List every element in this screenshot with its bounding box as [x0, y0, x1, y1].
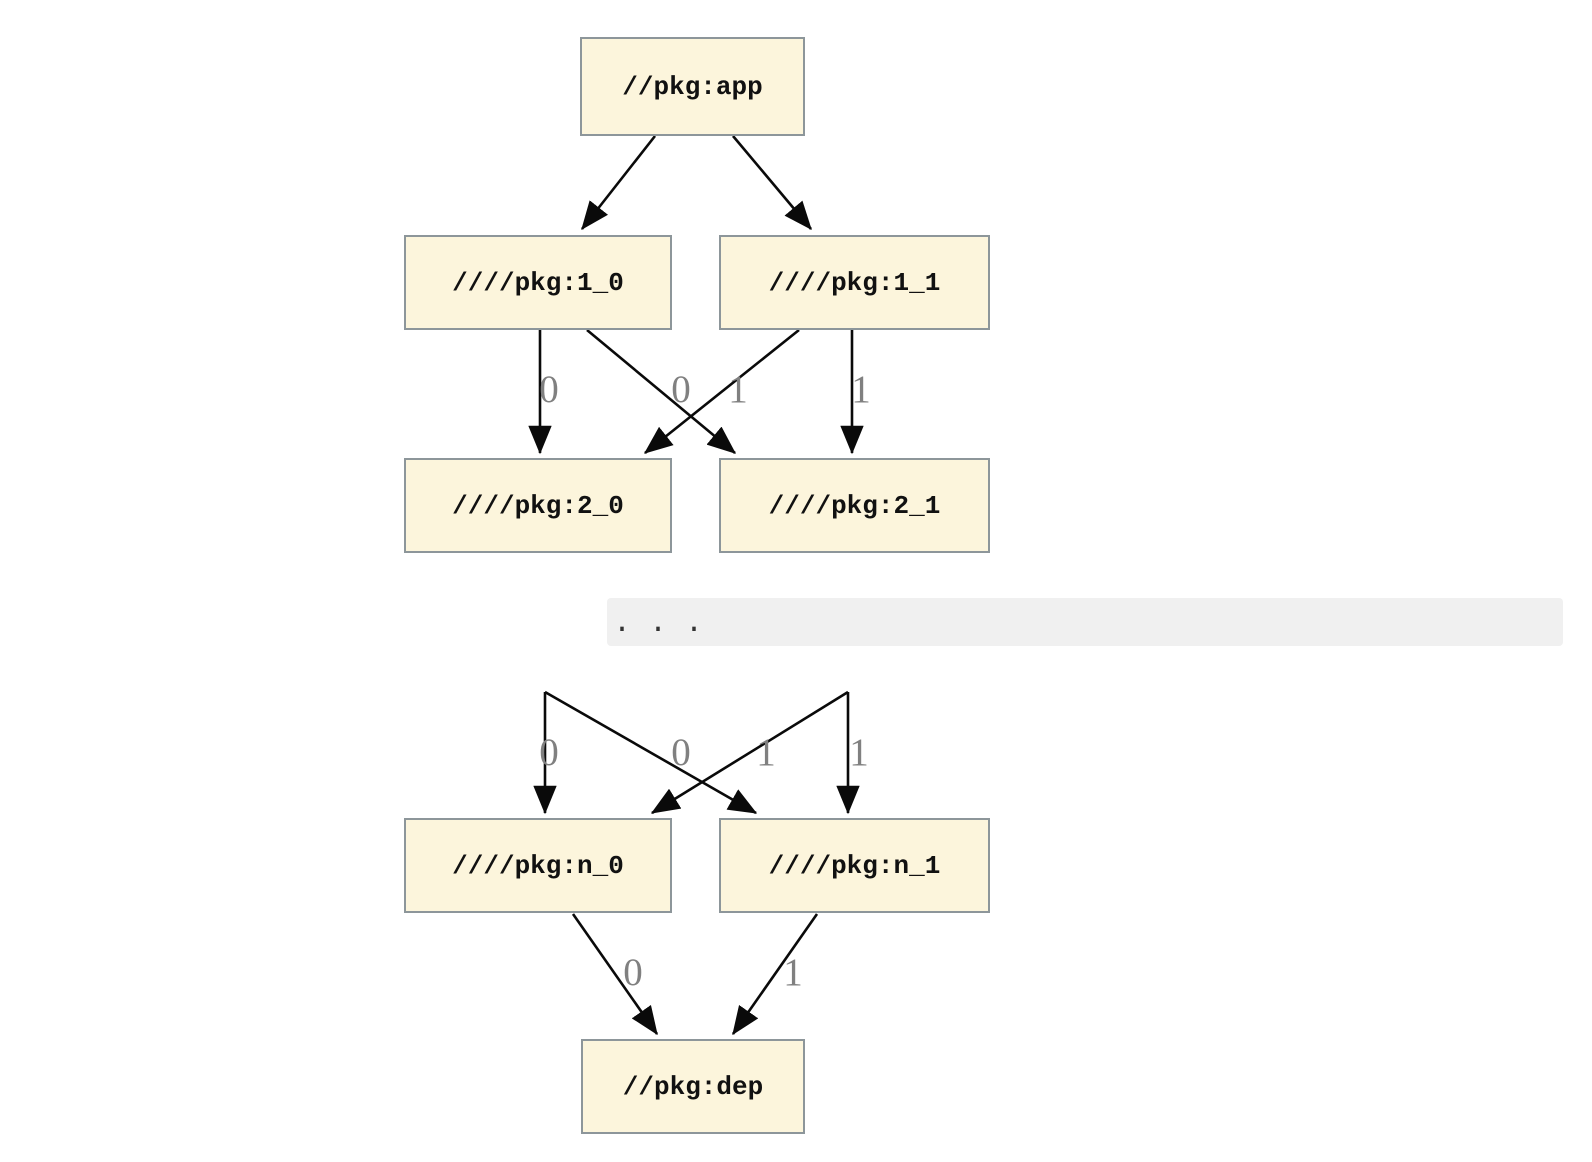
edge-elided-to-n-0-cross — [650, 690, 849, 815]
edge-label-elided-to-n-1-cross: 1 — [756, 730, 776, 774]
node-pkg-1-1: ////pkg:1_1 — [719, 235, 990, 330]
node-pkg-2-0: ////pkg:2_0 — [404, 458, 672, 553]
edge-label-1-1-to-2-0: 0 — [671, 367, 691, 411]
edge-n-1-to-dep — [731, 913, 819, 1036]
edge-1-1-to-2-0 — [643, 328, 800, 455]
edge-label-elided-to-n-1-straight: 1 — [849, 730, 869, 774]
edge-app-to-1-1 — [732, 135, 812, 230]
node-pkg-n-0: ////pkg:n_0 — [404, 818, 672, 913]
node-pkg-2-1: ////pkg:2_1 — [719, 458, 990, 553]
edge-label-n-1-to-dep: 1 — [783, 950, 803, 994]
node-pkg-app: //pkg:app — [580, 37, 805, 136]
edge-1-0-to-2-1 — [586, 329, 736, 454]
ellipsis-text: . . . — [613, 607, 704, 641]
edge-label-1-1-to-2-1: 1 — [851, 367, 871, 411]
edge-label-n-0-to-dep: 0 — [623, 950, 643, 994]
node-pkg-n-1: ////pkg:n_1 — [719, 818, 990, 913]
node-pkg-dep: //pkg:dep — [581, 1039, 805, 1134]
edge-app-to-1-0 — [580, 135, 657, 231]
node-pkg-1-0: ////pkg:1_0 — [404, 235, 672, 330]
edge-elided-to-n-1-cross — [544, 690, 758, 815]
elided-levels-band: . . . — [607, 598, 1563, 646]
edge-label-1-0-to-2-0: 0 — [539, 367, 559, 411]
edge-label-elided-to-n-0-cross: 0 — [671, 730, 691, 774]
edge-label-elided-to-n-0-straight: 0 — [539, 730, 559, 774]
edge-label-1-0-to-2-1: 1 — [728, 367, 748, 411]
edge-n-0-to-dep — [571, 913, 659, 1036]
